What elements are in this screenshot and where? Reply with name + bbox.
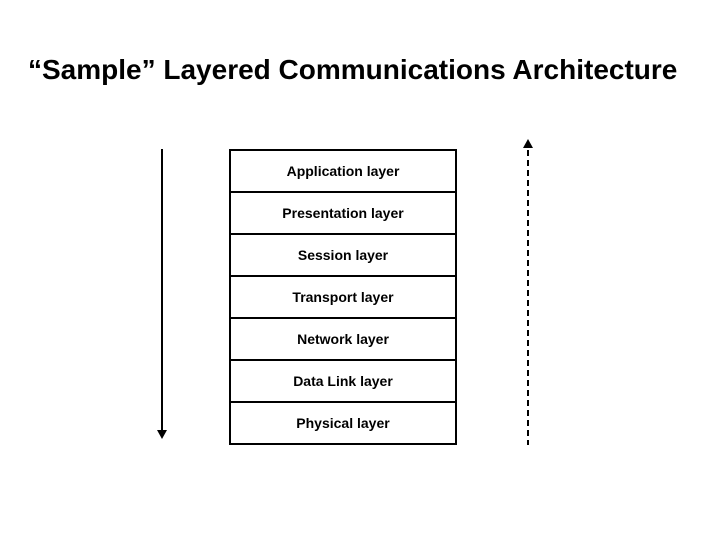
- layer-label-physical: Physical layer: [296, 415, 390, 431]
- up-arrow-dashed-line: [527, 150, 529, 445]
- layer-box-transport: Transport layer: [231, 277, 455, 319]
- layer-stack: Application layer Presentation layer Ses…: [229, 149, 457, 445]
- layer-box-application: Application layer: [231, 151, 455, 193]
- layer-box-session: Session layer: [231, 235, 455, 277]
- down-arrowhead-icon: [157, 430, 167, 439]
- layer-box-presentation: Presentation layer: [231, 193, 455, 235]
- layer-label-presentation: Presentation layer: [282, 205, 404, 221]
- layer-box-physical: Physical layer: [231, 403, 455, 443]
- layer-label-session: Session layer: [297, 247, 389, 263]
- down-arrow-line: [161, 149, 163, 430]
- layer-label-transport: Transport layer: [292, 289, 394, 305]
- slide-title: “Sample” Layered Communications Architec…: [28, 54, 678, 85]
- layer-label-datalink: Data Link layer: [293, 373, 393, 389]
- layer-label-network: Network layer: [297, 331, 389, 347]
- up-arrowhead-icon: [523, 139, 533, 148]
- layer-box-datalink: Data Link layer: [231, 361, 455, 403]
- layer-label-application: Application layer: [286, 163, 400, 179]
- layer-box-network: Network layer: [231, 319, 455, 361]
